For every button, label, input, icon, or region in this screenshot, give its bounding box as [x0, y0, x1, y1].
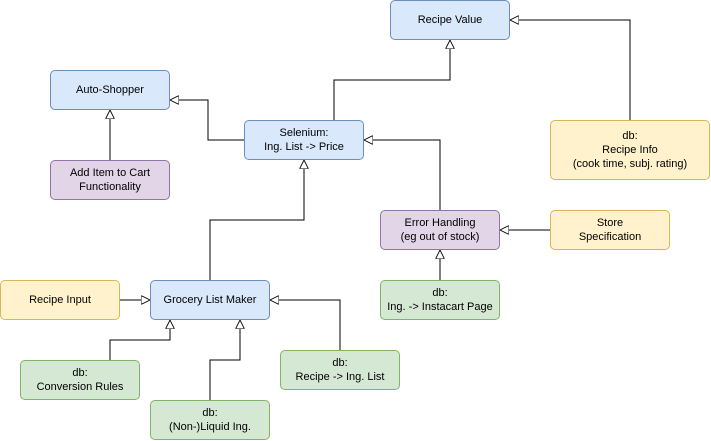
node-grocery-list-maker[interactable]: Grocery List Maker: [150, 280, 270, 320]
edge-selenium-to-recipe-value: [333, 40, 450, 120]
node-liquid-ing-db[interactable]: db: (Non-)Liquid Ing.: [150, 400, 270, 440]
node-store-specification[interactable]: Store Specification: [550, 210, 670, 250]
edge-selenium-to-auto-shopper: [170, 100, 244, 141]
edge-grocery-list-to-selenium: [209, 160, 304, 280]
node-add-item-to-cart[interactable]: Add Item to Cart Functionality: [50, 160, 170, 200]
edge-recipe-ing-to-grocery-list: [270, 300, 341, 350]
node-error-handling[interactable]: Error Handling (eg out of stock): [380, 210, 500, 250]
node-selenium[interactable]: Selenium: Ing. List -> Price: [244, 120, 364, 160]
node-recipe-value[interactable]: Recipe Value: [390, 0, 510, 40]
node-recipe-ing-list-db[interactable]: db: Recipe -> Ing. List: [280, 350, 400, 390]
node-recipe-input[interactable]: Recipe Input: [0, 280, 120, 320]
edge-liquid-to-grocery-list: [209, 320, 240, 400]
node-recipe-info-db[interactable]: db: Recipe Info (cook time, subj. rating…: [550, 120, 710, 180]
node-auto-shopper[interactable]: Auto-Shopper: [50, 70, 170, 110]
edge-error-handling-to-selenium: [364, 140, 441, 210]
node-conversion-rules-db[interactable]: db: Conversion Rules: [20, 360, 140, 400]
node-instacart-db[interactable]: db: Ing. -> Instacart Page: [380, 280, 500, 320]
edge-conversion-to-grocery-list: [109, 320, 170, 360]
edge-recipe-info-to-recipe-value: [510, 20, 631, 120]
